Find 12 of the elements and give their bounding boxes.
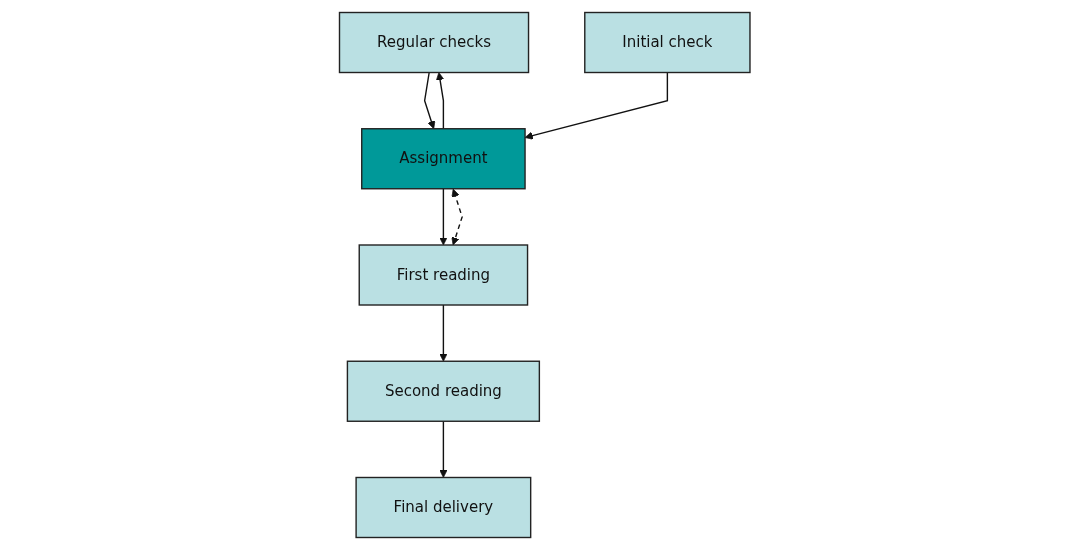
arrow (439, 420, 448, 478)
node-box: Regular checks (339, 11, 530, 73)
arrow (424, 71, 436, 129)
arrow (436, 71, 445, 129)
node-box: Final delivery (355, 476, 532, 538)
node-box: Second reading (346, 360, 541, 422)
node-box: Initial check (584, 11, 751, 73)
node-box: Assignment (361, 127, 526, 189)
node-box: First reading (358, 243, 529, 306)
arrow (451, 188, 464, 245)
arrow (439, 303, 448, 362)
arrow (439, 187, 448, 245)
